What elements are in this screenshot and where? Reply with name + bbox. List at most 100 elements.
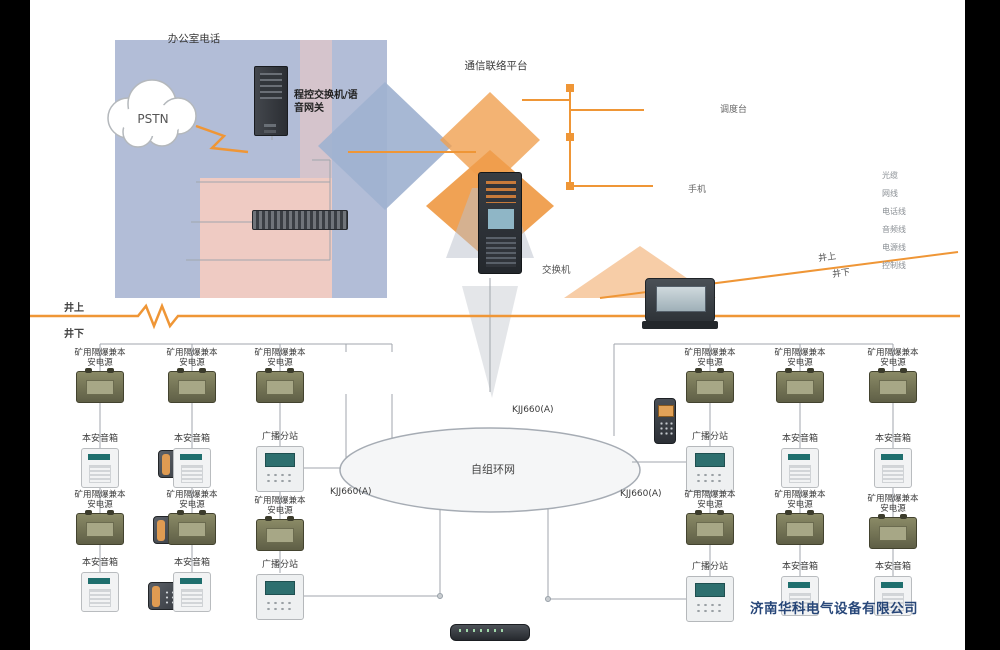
intrinsically-safe-speaker-device: [173, 571, 211, 612]
broadcast-substation-device: [686, 445, 734, 492]
power-supply-label: 矿用隔爆兼本安电源: [867, 348, 919, 369]
intrinsically-safe-speaker-device: [781, 447, 819, 488]
power-supply-label: 矿用隔爆兼本安电源: [254, 348, 306, 369]
broadcast-station-label: 广播分站: [691, 562, 728, 572]
power-cluster: 矿用隔爆兼本安电源: [678, 348, 742, 404]
speaker-cluster: 本安音箱: [861, 562, 925, 616]
flameproof-power-device: [776, 510, 824, 546]
speaker-cluster: 本安音箱: [68, 434, 132, 488]
flameproof-power-device: [256, 516, 304, 552]
pink-block-2: [300, 40, 332, 178]
flameproof-power-device: [168, 368, 216, 404]
pbx-tower-server: [254, 66, 288, 136]
power-supply-label: 矿用隔爆兼本安电源: [684, 348, 736, 369]
speaker-label: 本安音箱: [173, 434, 210, 444]
flameproof-power-device: [76, 368, 124, 404]
flameproof-power-device: [686, 368, 734, 404]
speaker-cluster: 本安音箱: [768, 562, 832, 616]
pstn-cloud: [107, 79, 197, 148]
power-cluster: 矿用隔爆兼本安电源: [160, 490, 224, 546]
underground-label-right: 井下: [831, 267, 851, 281]
kjj-label-right: KJJ660(A): [620, 489, 662, 499]
ethernet-switch-device: [450, 624, 530, 641]
dispatch-console-label: 调度台: [720, 105, 748, 115]
platform-label: 通信联络平台: [464, 60, 528, 72]
underground-label: 井下: [64, 329, 84, 340]
station-cluster: 广播分站: [676, 432, 744, 492]
power-cluster: 矿用隔爆兼本安电源: [768, 348, 832, 404]
station-cluster: 广播分站: [246, 560, 314, 620]
flameproof-power-device: [776, 368, 824, 404]
junction-dot: [545, 596, 551, 602]
voice-gateway-rack: [252, 210, 348, 230]
dispatch-handset-device: [654, 398, 676, 444]
power-cluster: 矿用隔爆兼本安电源: [861, 348, 925, 404]
legend-item: 电话线: [882, 207, 906, 216]
power-supply-label: 矿用隔爆兼本安电源: [254, 496, 306, 517]
power-supply-label: 矿用隔爆兼本安电源: [74, 348, 126, 369]
ring-ellipse: [339, 427, 641, 513]
legend-item: 网线: [882, 189, 898, 198]
communication-platform-server: [478, 172, 522, 274]
power-cluster: 矿用隔爆兼本安电源: [68, 348, 132, 404]
broadcast-substation-device: [686, 575, 734, 622]
power-supply-label: 矿用隔爆兼本安电源: [74, 490, 126, 511]
power-supply-label: 矿用隔爆兼本安电源: [774, 348, 826, 369]
handset-label: 手机: [688, 185, 707, 195]
power-supply-label: 矿用隔爆兼本安电源: [774, 490, 826, 511]
legend-item: 控制线: [882, 261, 906, 270]
switch-label: 交换机: [542, 265, 571, 276]
station-cluster: 广播分站: [246, 432, 314, 492]
orange-node-markers: [566, 84, 574, 190]
legend-item: 光缆: [882, 171, 898, 180]
vendor-watermark: 济南华科电气设备有限公司: [750, 601, 918, 617]
intrinsically-safe-speaker-device: [81, 571, 119, 612]
ring-network-label: 自组环网: [471, 463, 515, 476]
intrinsically-safe-speaker-device: [874, 575, 912, 616]
power-supply-label: 矿用隔爆兼本安电源: [166, 348, 218, 369]
blue-diamond: [318, 82, 452, 210]
speaker-label: 本安音箱: [781, 562, 818, 572]
power-supply-label: 矿用隔爆兼本安电源: [166, 490, 218, 511]
intrinsically-safe-speaker-device: [173, 447, 211, 488]
speaker-label: 本安音箱: [874, 562, 911, 572]
speaker-label: 本安音箱: [781, 434, 818, 444]
power-cluster: 矿用隔爆兼本安电源: [248, 496, 312, 552]
speaker-cluster: 本安音箱: [861, 434, 925, 488]
kjj-label-center: KJJ660(A): [512, 405, 554, 415]
flameproof-power-device: [869, 368, 917, 404]
flameproof-power-device: [76, 510, 124, 546]
flameproof-power-device: [168, 510, 216, 546]
dispatch-console-device: [642, 278, 718, 329]
flameproof-power-device: [256, 368, 304, 404]
speaker-cluster: 本安音箱: [160, 434, 224, 488]
pbx-label: 程控交换机/语音网关: [294, 90, 358, 114]
flameproof-power-device: [686, 510, 734, 546]
power-cluster: 矿用隔爆兼本安电源: [68, 490, 132, 546]
surface-label: 井上: [64, 303, 84, 314]
junction-dot: [437, 593, 443, 599]
speaker-label: 本安音箱: [81, 434, 118, 444]
power-supply-label: 矿用隔爆兼本安电源: [867, 494, 919, 515]
surface-label-right: 井上: [817, 251, 837, 265]
office-phone-label: 办公室电话: [167, 33, 221, 45]
intrinsically-safe-speaker-device: [781, 575, 819, 616]
orange-diamond-top: [440, 92, 540, 188]
speaker-cluster: 本安音箱: [160, 558, 224, 612]
speaker-cluster: 本安音箱: [768, 434, 832, 488]
power-cluster: 矿用隔爆兼本安电源: [861, 494, 925, 550]
power-cluster: 矿用隔爆兼本安电源: [678, 490, 742, 546]
surface-underground-divider: [30, 302, 960, 330]
legend-item: 音频线: [882, 225, 906, 234]
pink-block: [200, 178, 332, 298]
legend-item: 电源线: [882, 243, 906, 252]
power-supply-label: 矿用隔爆兼本安电源: [684, 490, 736, 511]
broadcast-substation-device: [256, 573, 304, 620]
pstn-label: PSTN: [137, 112, 169, 126]
speaker-label: 本安音箱: [81, 558, 118, 568]
power-cluster: 矿用隔爆兼本安电源: [248, 348, 312, 404]
speaker-label: 本安音箱: [173, 558, 210, 568]
broadcast-substation-device: [256, 445, 304, 492]
